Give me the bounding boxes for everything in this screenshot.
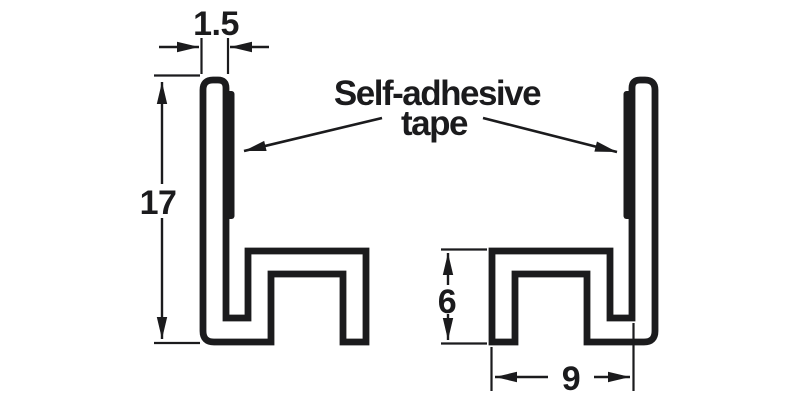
dim-tape-thickness: 1.5: [159, 5, 269, 74]
left-tape-strip: [226, 91, 235, 219]
left-leader-arrow: [243, 116, 383, 153]
dim-value-channel-width: 9: [562, 360, 580, 398]
right-tape-strip: [623, 91, 632, 219]
right-leader-arrow: [482, 116, 618, 154]
dim-profile-height: 17: [140, 74, 200, 345]
right-profile-outline: [488, 76, 659, 346]
right-profile: [488, 76, 659, 346]
dim-value-channel-height: 6: [438, 283, 456, 321]
tape-leader-arrows: [243, 116, 618, 154]
left-profile: [199, 76, 370, 346]
dim-value-tape-thickness: 1.5: [193, 5, 239, 43]
tape-label-line1: Self-adhesive: [334, 74, 541, 113]
dim-channel-height: 6: [438, 248, 487, 345]
dim-channel-width: 9: [490, 323, 635, 398]
tape-label: Self-adhesive tape: [334, 74, 543, 143]
tape-label-line2: tape: [401, 104, 468, 143]
left-profile-outline: [199, 76, 370, 346]
dim-value-profile-height: 17: [140, 184, 177, 222]
